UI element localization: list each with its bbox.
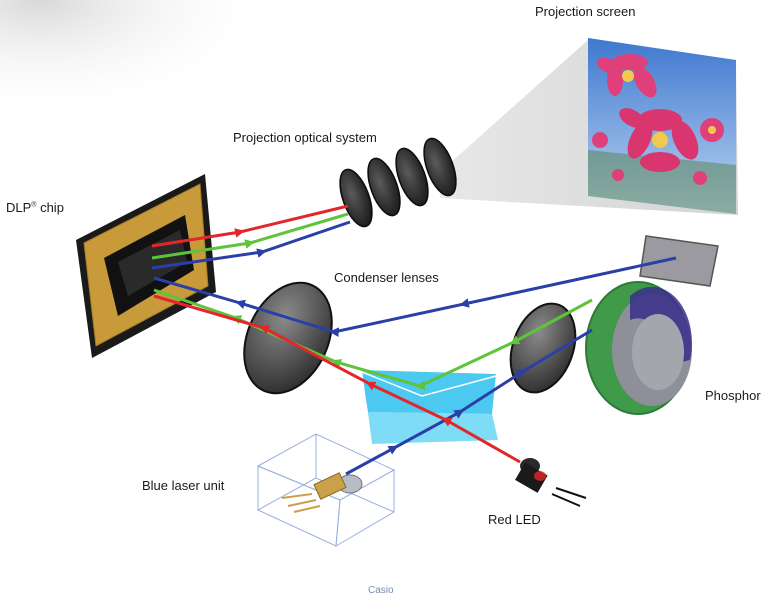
blue-laser-unit-label: Blue laser unit <box>142 478 225 493</box>
projection-lenses <box>339 137 457 228</box>
mirror <box>639 235 719 287</box>
projection-screen <box>588 38 736 214</box>
phosphor-label: Phosphor <box>705 388 761 403</box>
rays-to-projection-lens <box>151 204 351 270</box>
dlp-chip-label-name: DLP <box>6 200 32 215</box>
blue-laser-unit <box>256 433 396 547</box>
condenser-lenses-label: Condenser lenses <box>334 270 439 285</box>
red-led <box>515 458 587 507</box>
projection-screen-label: Projection screen <box>535 4 636 19</box>
image-credit: Casio <box>368 585 394 596</box>
dlp-chip-label: DLP® chip <box>6 200 64 215</box>
dlp-chip-label-suffix: chip <box>36 200 64 215</box>
dlp-chip <box>76 174 216 358</box>
phosphor-wheel <box>585 281 692 415</box>
dlp-registered-mark: ® <box>31 201 37 209</box>
projection-optics-label: Projection optical system <box>233 130 377 145</box>
illumination-rays <box>153 256 677 476</box>
red-led-label: Red LED <box>488 512 541 527</box>
background-glow <box>0 0 400 200</box>
laser-diode <box>281 472 363 513</box>
